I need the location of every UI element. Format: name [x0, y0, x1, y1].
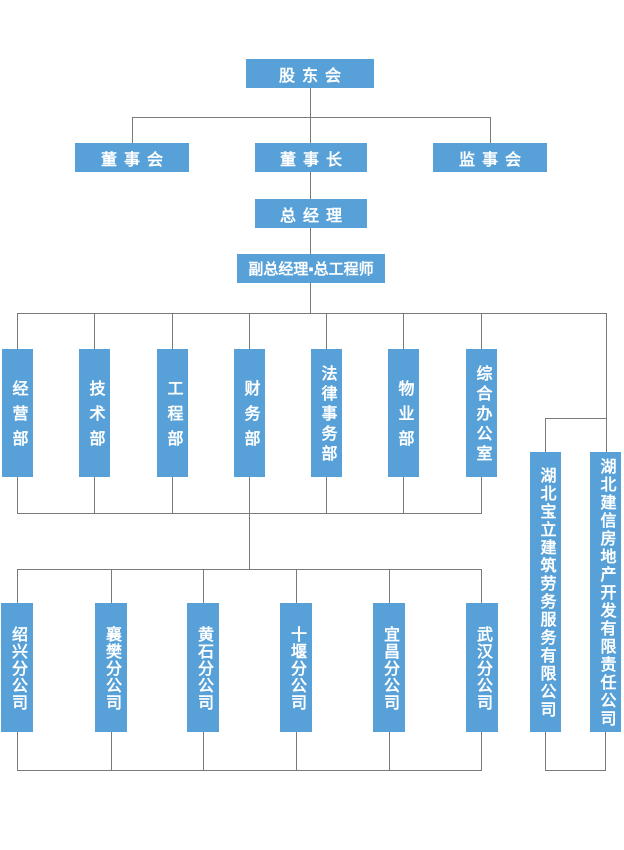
connector-deputygm-deptbus [310, 283, 311, 313]
connector-branch-bottom-bus [17, 770, 482, 771]
connector-dept-bottom-stub [249, 477, 250, 513]
connector-dept-top-stub [249, 313, 250, 349]
node-label: 经营部 [9, 380, 27, 455]
connector-subsidiary-stub [545, 418, 546, 452]
connector-branch-bottom-stub [481, 732, 482, 770]
node-label: 监事会 [458, 151, 528, 169]
node-dept-finance: 财务部 [234, 349, 265, 477]
node-label: 法律事务部 [318, 365, 336, 465]
connector-supervisory-stub [490, 117, 491, 143]
connector-branch-bottom-stub [389, 732, 390, 770]
node-label: 宜昌分公司 [381, 625, 398, 711]
node-dept-operations: 经营部 [2, 349, 33, 477]
node-supervisory-board: 监事会 [433, 143, 547, 172]
connector-branch-bottom-stub [17, 732, 18, 770]
node-subsidiary-baoli-construction-labor: 湖北宝立建筑劳务服务有限公司 [530, 452, 561, 732]
node-branch-yichang: 宜昌分公司 [373, 603, 405, 732]
node-label: 总经理 [279, 207, 349, 225]
connector-dept-top-stub [481, 313, 482, 349]
connector-branch-bottom-stub [111, 732, 112, 770]
connector-subsidiary-bottom-bus [545, 770, 606, 771]
connector-finance-branches-drop [249, 513, 250, 569]
node-branch-shiyan: 十堰分公司 [280, 603, 312, 732]
node-deputy-gm-chief-engineer: 副总经理▪总工程师 [237, 254, 385, 283]
connector-subsidiaries-drop [606, 313, 607, 452]
node-board-of-directors: 董事会 [75, 143, 189, 172]
node-subsidiary-jianxin-real-estate: 湖北建信房地产开发有限责任公司 [590, 452, 621, 732]
node-branch-xiangfan: 襄樊分公司 [95, 603, 127, 732]
connector-branch-bus [17, 569, 482, 570]
node-label: 董事会 [100, 151, 170, 169]
connector-branch-bottom-stub [203, 732, 204, 770]
node-label: 十堰分公司 [288, 625, 305, 711]
connector-dept-top-stub [94, 313, 95, 349]
node-label: 技术部 [86, 380, 104, 455]
connector-dept-bottom-stub [172, 477, 173, 513]
connector-branch-bottom-stub [296, 732, 297, 770]
connector-dept-bus [17, 313, 607, 314]
connector-gm-deputygm [310, 228, 311, 254]
connector-level2-bus [132, 117, 491, 118]
node-label: 副总经理▪总工程师 [248, 261, 374, 278]
node-shareholders-meeting: 股东会 [246, 59, 374, 88]
node-label: 黄石分公司 [195, 625, 212, 711]
node-label: 襄樊分公司 [103, 625, 120, 711]
connector-dept-bottom-stub [94, 477, 95, 513]
connector-dept-bottom-stub [481, 477, 482, 513]
node-label: 董事长 [279, 151, 349, 169]
node-dept-legal-affairs: 法律事务部 [311, 349, 342, 477]
connector-dept-top-stub [17, 313, 18, 349]
connector-subsidiaries-bus [545, 418, 607, 419]
connector-subsidiary-bottom-stub [605, 732, 606, 770]
node-branch-shaoxing: 绍兴分公司 [1, 603, 33, 732]
node-label: 综合办公室 [473, 365, 491, 465]
node-branch-huangshi: 黄石分公司 [187, 603, 219, 732]
node-label: 股东会 [278, 67, 348, 85]
node-label: 武汉分公司 [474, 625, 491, 711]
node-label: 绍兴分公司 [9, 625, 26, 711]
connector-dept-bottom-stub [403, 477, 404, 513]
node-dept-general-office: 综合办公室 [466, 349, 497, 477]
node-dept-engineering: 工程部 [157, 349, 188, 477]
connector-dept-bottom-stub [17, 477, 18, 513]
connector-shareholders-chairman [310, 88, 311, 143]
connector-dept-top-stub [403, 313, 404, 349]
connector-dept-top-stub [326, 313, 327, 349]
connector-branch-top-stub [481, 569, 482, 603]
node-label: 财务部 [241, 380, 259, 455]
connector-subsidiary-bottom-stub [545, 732, 546, 770]
connector-board-stub [132, 117, 133, 143]
node-general-manager: 总经理 [255, 199, 367, 228]
node-label: 湖北宝立建筑劳务服务有限公司 [537, 467, 555, 719]
connector-branch-top-stub [296, 569, 297, 603]
connector-branch-top-stub [203, 569, 204, 603]
node-dept-property: 物业部 [388, 349, 419, 477]
connector-dept-top-stub [172, 313, 173, 349]
node-branch-wuhan: 武汉分公司 [466, 603, 498, 732]
connector-branch-top-stub [111, 569, 112, 603]
connector-branch-top-stub [17, 569, 18, 603]
node-chairman: 董事长 [255, 143, 367, 172]
node-label: 湖北建信房地产开发有限责任公司 [597, 458, 615, 728]
connector-dept-bottom-stub [326, 477, 327, 513]
node-label: 工程部 [164, 380, 182, 455]
connector-branch-top-stub [389, 569, 390, 603]
node-label: 物业部 [395, 380, 413, 455]
node-dept-technology: 技术部 [79, 349, 110, 477]
connector-chairman-gm [310, 172, 311, 199]
